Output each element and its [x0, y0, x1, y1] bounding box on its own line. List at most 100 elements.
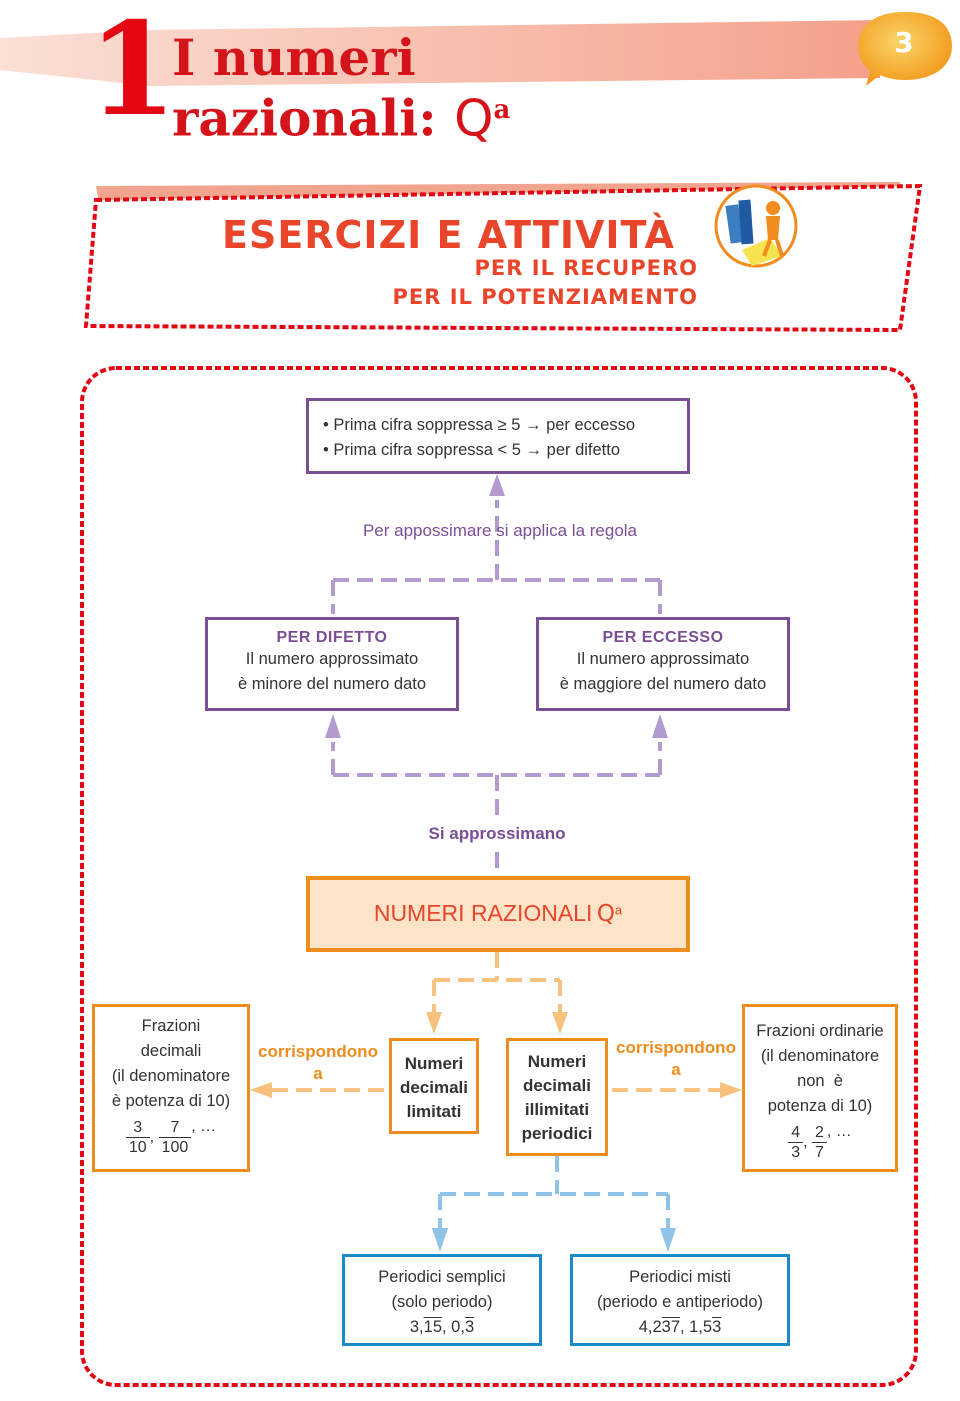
rational-symbol: Q [454, 89, 494, 148]
banner-subtitle-recupero: PER IL RECUPERO [474, 256, 698, 280]
per-difetto-box: PER DIFETTO Il numero approssimato è min… [205, 617, 459, 711]
approx-label: Si approssimano [428, 824, 566, 843]
example-period: 3 [464, 1318, 475, 1336]
example-period: 37 [661, 1318, 680, 1336]
example-integer-part: 0, [451, 1318, 465, 1336]
separator: , [149, 1128, 155, 1146]
limitati-line3: limitati [406, 1102, 462, 1121]
periodici-semplici-line2: (solo periodo) [391, 1293, 493, 1311]
banner-subtitle-potenziamento: PER IL POTENZIAMENTO [392, 285, 698, 309]
numeri-razionali-label: NUMERI RAZIONALI [373, 900, 593, 926]
numeri-razionali-box: NUMERI RAZIONALI Qa [306, 876, 690, 952]
rule-line2-prefix: Prima cifra soppressa [333, 441, 493, 459]
per-eccesso-line1: Il numero approssimato [576, 650, 750, 668]
periodici-line2: decimali [522, 1076, 592, 1095]
bullet-icon: • [323, 441, 334, 459]
frazioni-decimali-line1: Frazioni [141, 1017, 201, 1035]
chapter-title-text: razionali: [172, 88, 437, 148]
per-difetto-title: PER DIFETTO [276, 629, 388, 646]
purple-arrowheads [325, 474, 668, 738]
periodici-misti-line1: Periodici misti [629, 1268, 731, 1286]
rule-label: Per appossimare si applica la regola [362, 521, 638, 540]
example-integer-part: 3, [409, 1318, 424, 1336]
corrispondono-right-line1: corrispondono [616, 1038, 736, 1057]
fraction-numerator: 2 [815, 1124, 824, 1141]
orange-arrowheads [250, 1012, 742, 1098]
rule-line-difetto: • Prima cifra soppressa < 5 → per difett… [323, 438, 687, 463]
example-integer-part: 4,2 [638, 1318, 662, 1336]
fraction-denominator: 10 [125, 1137, 150, 1157]
numeri-decimali-periodici-box: Numeri decimali illimitati periodici [506, 1038, 608, 1156]
chapter-title-line2: razionali: Qa [172, 84, 510, 145]
ellipsis: , … [826, 1123, 852, 1140]
fraction-denominator: 100 [158, 1137, 192, 1157]
rule-line1-result: per eccesso [546, 416, 636, 434]
rule-line-eccesso: • Prima cifra soppressa ≥ 5 → per eccess… [323, 413, 687, 438]
rule-line2-symbol: < [497, 441, 508, 459]
rule-line1-value: 5 [511, 416, 521, 434]
chapter-title: I numeri razionali: Qa [172, 32, 510, 145]
arrow-right-icon: → [525, 441, 543, 459]
activity-icon [714, 184, 798, 268]
header-stripe [0, 20, 880, 86]
rational-symbol: Q [596, 901, 615, 927]
fraction-numerator: 3 [133, 1119, 143, 1136]
per-eccesso-title: PER ECCESSO [602, 629, 724, 646]
frazioni-decimali-box: Frazioni decimali (il denominatore è pot… [92, 1004, 250, 1172]
numeri-decimali-limitati-box: Numeri decimali limitati [389, 1038, 479, 1134]
periodici-line4: periodici [521, 1124, 593, 1143]
arrow-right-icon: → [524, 416, 542, 434]
corrispondono-left-line1: corrispondono [258, 1042, 378, 1061]
banner-title: ESERCIZI E ATTIVITÀ [222, 213, 675, 257]
fraction-numerator: 4 [791, 1124, 801, 1141]
separator: , [442, 1318, 452, 1336]
blue-arrowheads [432, 1228, 676, 1252]
rule-line1-symbol: ≥ [497, 416, 507, 434]
frazioni-ordinarie-line1: Frazioni ordinarie [756, 1022, 884, 1040]
corrispondono-right-label: corrispondono a [610, 1037, 742, 1081]
fraction-denominator: 3 [788, 1142, 804, 1162]
periodici-line1: Numeri [527, 1052, 587, 1071]
fraction-denominator: 7 [812, 1142, 827, 1162]
per-difetto-line2: è minore del numero dato [237, 675, 427, 693]
ellipsis: , … [191, 1118, 217, 1135]
rule-line2-value: 5 [511, 441, 521, 459]
periodici-semplici-examples: 3,15, 0,3 [345, 1315, 539, 1340]
per-eccesso-line2: è maggiore del numero dato [559, 675, 767, 693]
rule-line2-result: per difetto [546, 441, 621, 459]
periodici-misti-box: Periodici misti (periodo e antiperiodo) … [570, 1254, 790, 1346]
banner-box [83, 183, 923, 333]
frazioni-decimali-line2: decimali [140, 1042, 202, 1060]
separator: , [680, 1318, 690, 1336]
limitati-line2: decimali [399, 1078, 469, 1097]
per-eccesso-box: PER ECCESSO Il numero approssimato è mag… [536, 617, 790, 711]
frazioni-ordinarie-box: Frazioni ordinarie (il denominatore non … [742, 1004, 898, 1172]
page-number-bubble-icon [858, 12, 952, 86]
corrispondono-left-line2: a [313, 1064, 323, 1083]
limitati-line1: Numeri [404, 1054, 464, 1073]
chapter-number: 1 [88, 0, 178, 145]
chapter-title-line1: I numeri [172, 28, 416, 87]
example-integer-part: 1,5 [689, 1318, 713, 1336]
periodici-semplici-box: Periodici semplici (solo periodo) 3,15, … [342, 1254, 542, 1346]
rule-line1-prefix: Prima cifra soppressa [333, 416, 493, 434]
periodici-misti-examples: 4,237, 1,53 [573, 1315, 787, 1340]
example-period: 15 [423, 1318, 442, 1336]
separator: , [803, 1133, 808, 1151]
periodici-line3: illimitati [524, 1100, 590, 1119]
page-number: 3 [894, 26, 914, 59]
frazioni-ordinarie-line2: (il denominatore [760, 1047, 880, 1065]
frazioni-ordinarie-line3: non è [797, 1072, 843, 1090]
frazioni-decimali-line4: è potenza di 10) [111, 1092, 231, 1110]
rational-superscript: a [614, 902, 623, 918]
fraction-numerator: 7 [170, 1119, 180, 1136]
frazioni-ordinarie-line4: potenza di 10) [767, 1097, 873, 1115]
bullet-icon: • [323, 416, 334, 434]
frazioni-decimali-line3: (il denominatore [111, 1067, 231, 1085]
